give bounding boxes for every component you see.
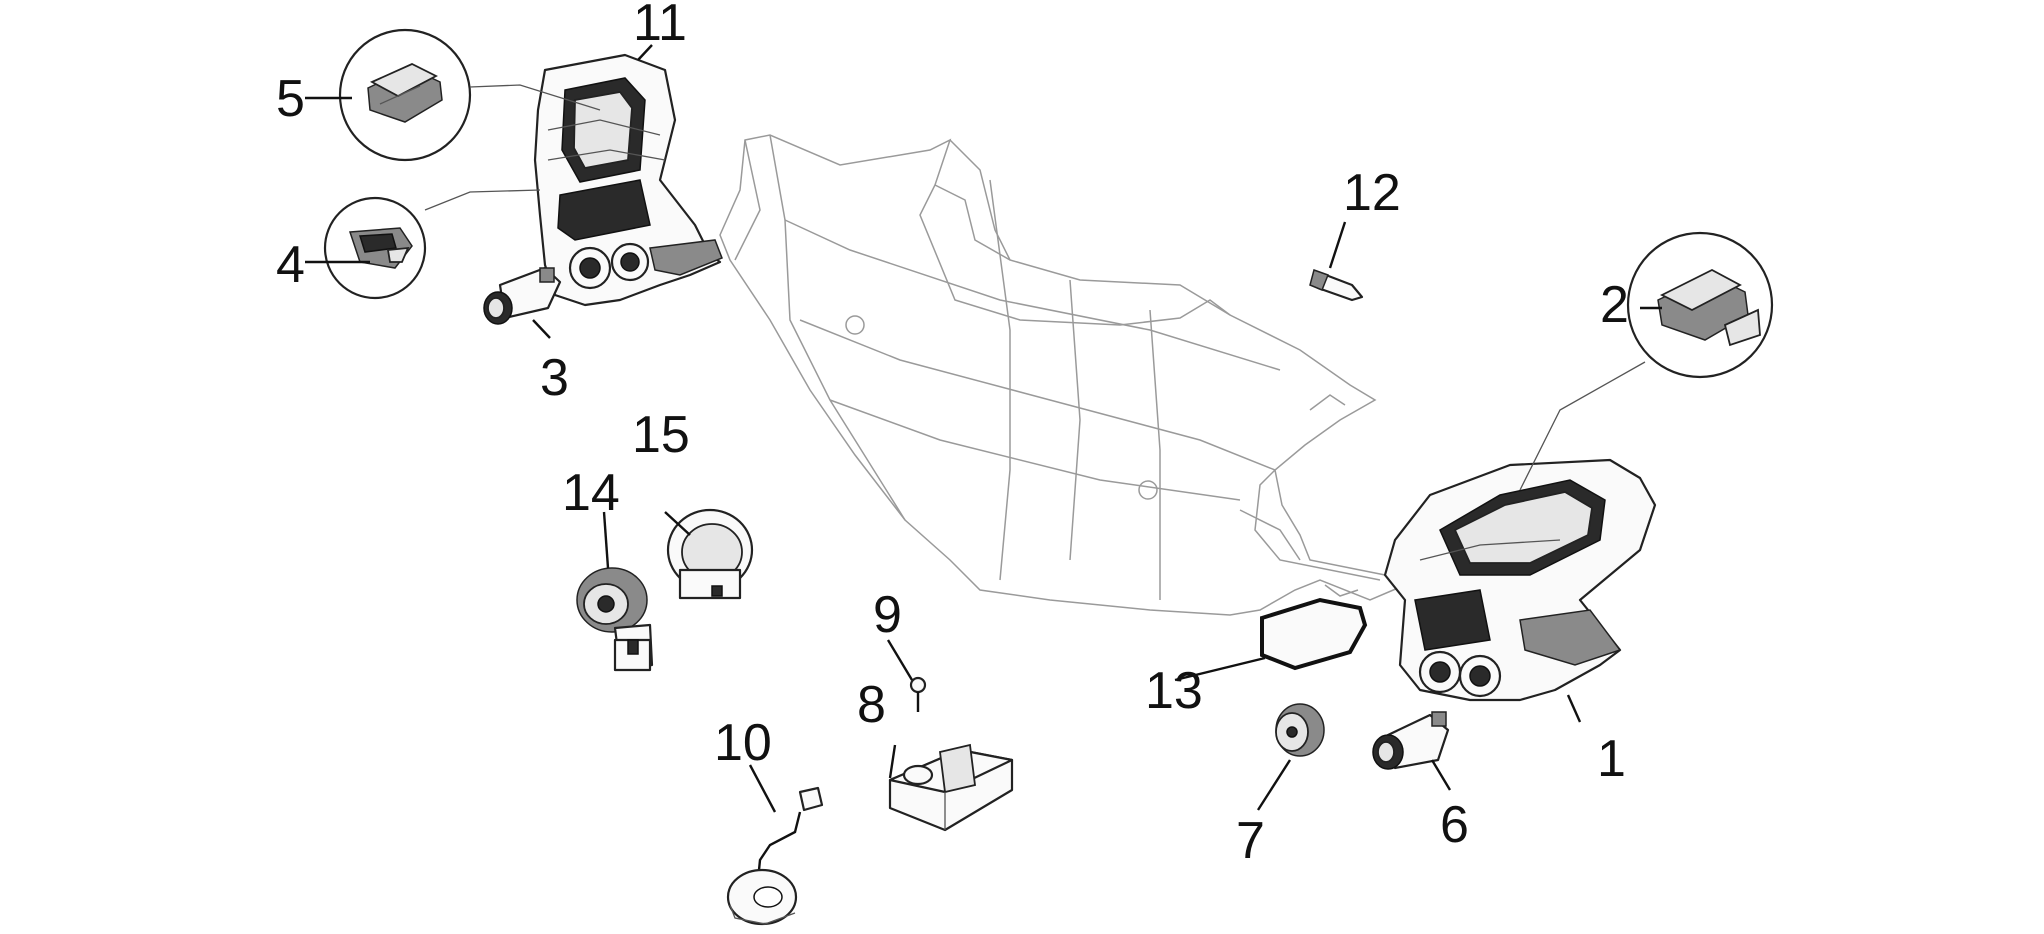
callout-5: 5	[276, 70, 305, 128]
callout-12: 12	[1343, 164, 1401, 222]
sensor-cable-10	[726, 786, 824, 926]
callout-4: 4	[276, 236, 305, 294]
callout-labels: 11 5 4 3 12 2 15 14 9 13 8 10 1 6 7	[276, 0, 1629, 870]
callout-6: 6	[1440, 796, 1469, 854]
callout-3: 3	[540, 349, 569, 407]
left-switch-housing	[533, 53, 723, 307]
callout-10: 10	[714, 714, 772, 772]
callout-7: 7	[1236, 812, 1265, 870]
callout-9: 9	[873, 586, 902, 644]
right-switch-housing	[1383, 458, 1657, 702]
detail-circle-switch-4	[323, 196, 427, 300]
callout-15: 15	[632, 406, 690, 464]
callout-1: 1	[1597, 730, 1626, 788]
ignition-lock-14	[576, 567, 654, 672]
callout-14: 14	[562, 464, 620, 522]
leader-lines	[305, 44, 1662, 813]
push-button-6	[1372, 711, 1450, 770]
callout-11: 11	[633, 0, 687, 52]
handlebar-cover-body	[719, 134, 1407, 616]
lens-13	[1260, 584, 1368, 671]
lock-ring-15	[666, 508, 754, 600]
detail-circle-switch-5	[338, 28, 472, 162]
callout-8: 8	[857, 676, 886, 734]
mount-block-8	[888, 743, 1014, 832]
bulb-12	[1309, 269, 1364, 302]
detail-circle-switch-2	[1626, 231, 1774, 379]
push-button-3	[483, 266, 562, 325]
knob-7	[1275, 703, 1325, 757]
screw-9	[909, 676, 927, 712]
callout-13: 13	[1145, 662, 1203, 720]
callout-2: 2	[1600, 276, 1629, 334]
